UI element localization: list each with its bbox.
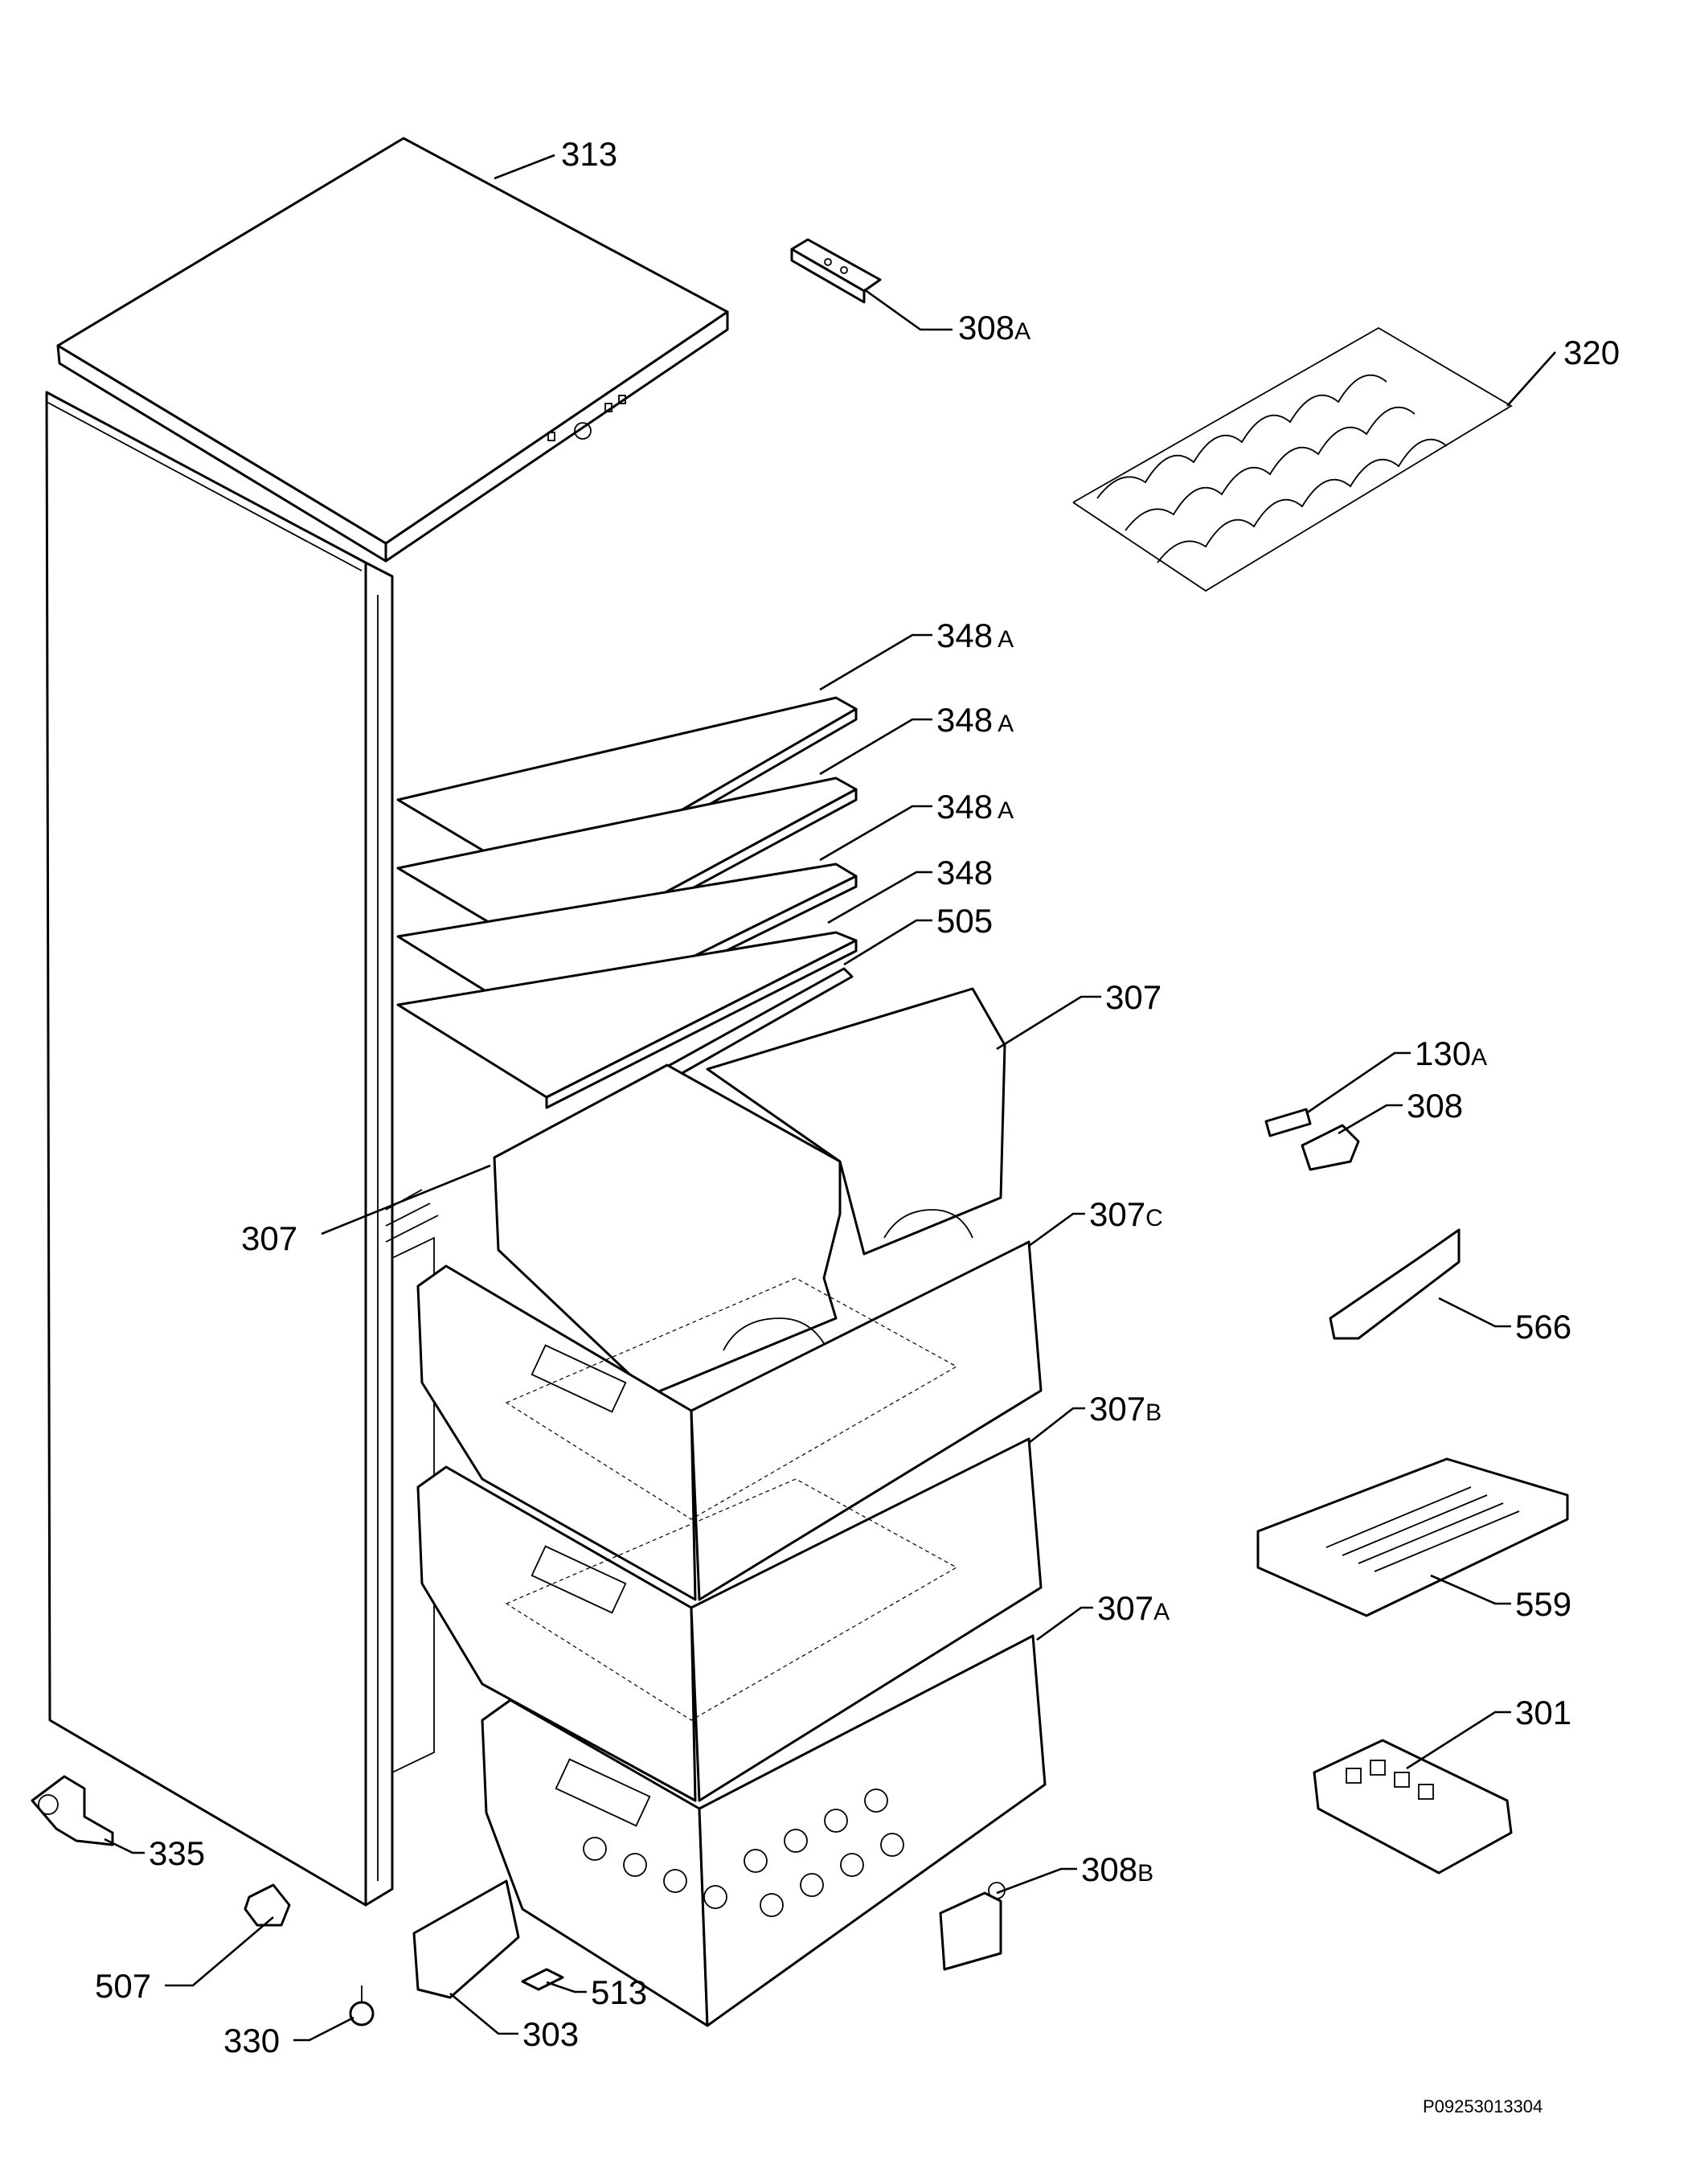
bracket-130a bbox=[1264, 1108, 1312, 1137]
callout-308b: 308B bbox=[1081, 1850, 1153, 1888]
callout-130a: 130A bbox=[1415, 1035, 1487, 1072]
wine-rack-320 bbox=[1072, 326, 1513, 592]
callout-320: 320 bbox=[1563, 334, 1620, 371]
top-cover-313 bbox=[56, 137, 729, 563]
drawer-307c bbox=[416, 1240, 1043, 1601]
callout-513: 513 bbox=[591, 1973, 647, 2011]
reference-code: P09253013304 bbox=[1423, 2096, 1543, 2116]
callout-301: 301 bbox=[1515, 1694, 1571, 1731]
callout-307-right: 307 bbox=[1105, 978, 1162, 1016]
latch-513 bbox=[521, 1968, 564, 1991]
callout-303: 303 bbox=[522, 2015, 579, 2053]
callout-308a: 308A bbox=[958, 309, 1030, 346]
hinge-308b bbox=[939, 1882, 1006, 1971]
ice-cube-tray-301 bbox=[1313, 1739, 1513, 1875]
clip-507 bbox=[244, 1883, 291, 1927]
scraper-566 bbox=[1329, 1228, 1461, 1340]
callout-335: 335 bbox=[149, 1834, 205, 1872]
hinge-308a bbox=[790, 238, 882, 304]
callout-307c: 307C bbox=[1089, 1195, 1163, 1233]
leader-lines bbox=[104, 154, 1556, 2042]
drawer-307a bbox=[481, 1634, 1047, 2027]
cover-303 bbox=[412, 1879, 520, 1999]
foot-335 bbox=[31, 1775, 114, 1846]
callout-348: 348 bbox=[936, 854, 993, 891]
callout-307b: 307B bbox=[1089, 1390, 1162, 1428]
cold-accumulator-559 bbox=[1256, 1457, 1569, 1617]
callout-330: 330 bbox=[223, 2022, 280, 2059]
callout-307a: 307A bbox=[1097, 1589, 1170, 1627]
cabinet-body bbox=[45, 391, 439, 1907]
freezer-drawers bbox=[416, 1240, 1047, 2027]
callout-505: 505 bbox=[936, 902, 993, 940]
hinge-308 bbox=[1301, 1124, 1360, 1171]
glass-shelves bbox=[396, 696, 858, 1147]
callout-566: 566 bbox=[1515, 1308, 1571, 1346]
callout-307-left: 307 bbox=[241, 1219, 297, 1257]
callout-308: 308 bbox=[1407, 1087, 1463, 1125]
drawer-307b bbox=[416, 1437, 1043, 1802]
upper-drawers-307 bbox=[493, 987, 1006, 1396]
callout-507: 507 bbox=[95, 1967, 151, 2005]
adjustable-foot-330 bbox=[349, 1985, 375, 2026]
callout-559: 559 bbox=[1515, 1585, 1571, 1623]
callout-313: 313 bbox=[561, 135, 617, 173]
